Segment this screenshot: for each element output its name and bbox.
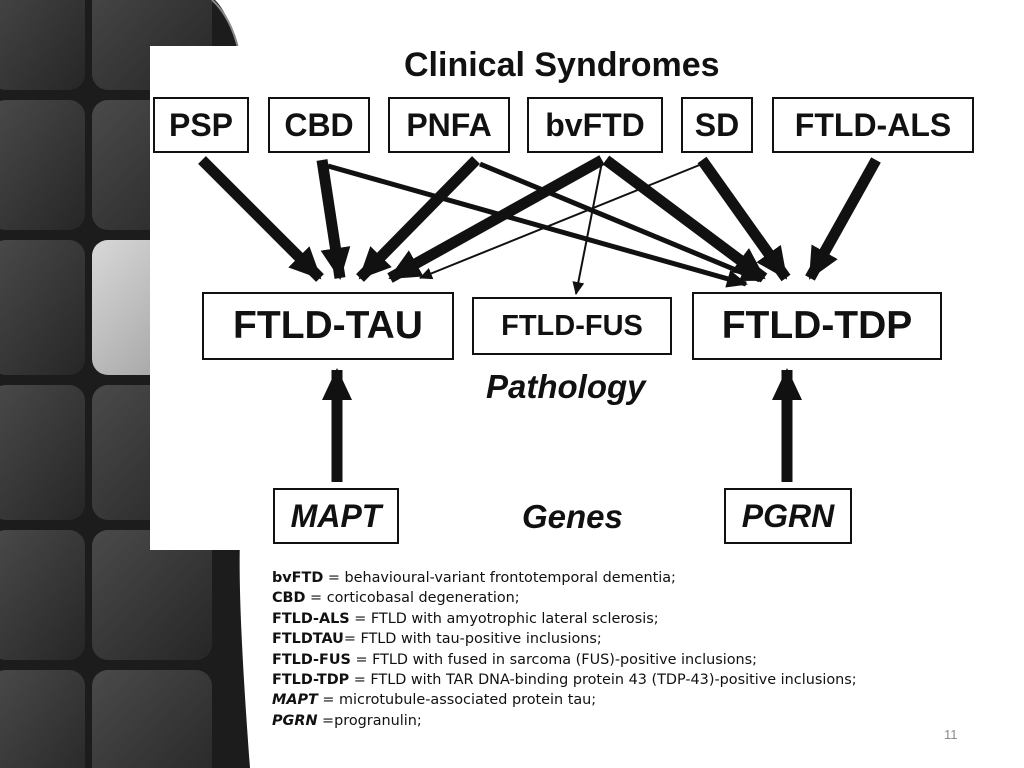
diagram-panel: Clinical Syndromes PSP CBD PNFA bvFTD SD… [150,46,994,550]
arrow-cbd-to-ftld-tau [316,159,351,280]
legend-item-mapt: MAPT = microtubule-associated protein ta… [272,690,1002,710]
legend-item-ftldtau: FTLDTAU= FTLD with tau-positive inclusio… [272,629,1002,649]
legend-term: FTLD-ALS [272,610,350,627]
legend-definition: =progranulin; [317,712,422,729]
arrow-sd-to-ftld-tdp [697,156,791,282]
legend-definition: = FTLD with TAR DNA-binding protein 43 (… [349,672,857,689]
abbreviation-legend: bvFTD = behavioural-variant frontotempor… [272,568,1002,731]
gene-box-pgrn: PGRN [724,488,852,544]
legend-term: FTLDTAU [272,631,344,648]
arrow-layer [198,155,881,482]
pathology-box-ftld-tdp: FTLD-TDP [692,292,942,360]
heading-genes: Genes [522,498,623,535]
heading-pathology: Pathology [486,368,646,405]
arrow-bvftd-to-ftld-fus [572,161,603,295]
legend-item-ftld-tdp: FTLD-TDP = FTLD with TAR DNA-binding pro… [272,670,1002,690]
syndrome-box-pnfa: PNFA [388,97,510,153]
legend-definition: = FTLD with amyotrophic lateral sclerosi… [349,610,659,627]
heading-clinical-syndromes: Clinical Syndromes [404,46,720,84]
legend-item-ftld-fus: FTLD-FUS = FTLD with fused in sarcoma (F… [272,650,1002,670]
arrow-ftld-als-to-ftld-tdp [805,157,881,281]
legend-definition: = corticobasal degeneration; [305,590,520,607]
legend-term: MAPT [272,692,318,709]
legend-item-cbd: CBD = corticobasal degeneration; [272,588,1002,608]
legend-term: CBD [272,590,306,607]
legend-term: FTLD-TDP [272,672,350,689]
gene-box-mapt: MAPT [273,488,399,544]
legend-definition: = FTLD with fused in sarcoma (FUS)-posit… [350,651,757,668]
syndrome-box-cbd: CBD [268,97,370,153]
arrow-bvftd-to-ftld-tau [387,155,605,283]
legend-term: PGRN [272,712,318,729]
page-number: 11 [944,727,958,742]
arrow-sd-to-ftld-tau [419,163,703,280]
pathology-box-ftld-fus: FTLD-FUS [472,297,672,355]
syndrome-box-sd: SD [681,97,753,153]
arrow-bvftd-to-ftld-tdp [602,155,768,283]
syndrome-box-psp: PSP [153,97,249,153]
legend-definition: = FTLD with tau-positive inclusions; [343,631,602,648]
syndrome-box-bvftd: bvFTD [527,97,663,153]
legend-term: FTLD-FUS [272,651,351,668]
legend-item-pgrn: PGRN =progranulin; [272,711,1002,731]
legend-item-bvftd: bvFTD = behavioural-variant frontotempor… [272,568,1002,588]
syndrome-box-ftld-als: FTLD-ALS [772,97,974,153]
legend-definition: = microtubule-associated protein tau; [317,692,597,709]
pathology-box-ftld-tau: FTLD-TAU [202,292,454,360]
arrow-psp-to-ftld-tau [198,156,324,282]
legend-definition: = behavioural-variant frontotemporal dem… [323,570,676,586]
legend-item-ftld-als: FTLD-ALS = FTLD with amyotrophic lateral… [272,609,1002,629]
legend-term: bvFTD [272,570,324,586]
arrow-cbd-to-ftld-tdp [327,163,748,288]
arrow-pnfa-to-ftld-tdp [479,161,762,283]
arrow-group [198,155,881,482]
arrow-pnfa-to-ftld-tau [356,156,480,282]
